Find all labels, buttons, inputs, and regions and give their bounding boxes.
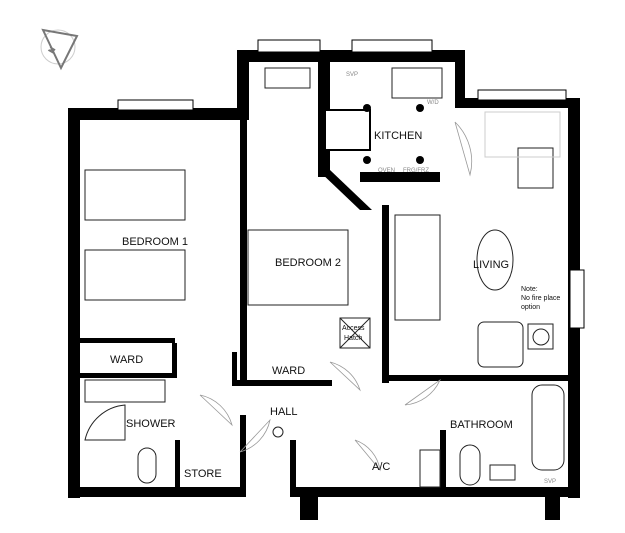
bed-upper [84,169,186,221]
room-living: LIVING [473,259,509,271]
note-line-1: Note: [521,286,538,293]
room-hall: HALL [270,406,298,418]
room-ward1: WARD [110,354,143,366]
bed-bedroom2 [247,229,349,306]
washer-label: W/D [427,100,439,106]
room-ac: A/C [372,461,390,473]
room-bedroom1: BEDROOM 1 [122,236,188,248]
fridge-label: FRG/FRZ [403,168,429,174]
sink [391,67,443,99]
record-player [527,323,554,350]
armchair [477,321,524,368]
door-swings [199,121,473,472]
basin-bathroom [489,464,516,481]
room-shower: SHOWER [126,418,176,430]
bed-lower [84,249,186,301]
note-line-2: No fire place [521,295,560,302]
windows [117,39,585,329]
svp-kitchen-label: SVP [346,72,358,78]
furniture [84,67,565,488]
north-arrow-icon: N [40,28,79,71]
room-kitchen: KITCHEN [374,130,422,142]
access-hatch [339,317,371,349]
living-chair [517,147,554,189]
access-hatch-label-1: Access [342,325,365,332]
bathtub [531,384,565,471]
walls [68,50,580,520]
coffee-table [476,229,514,291]
note-line-3: option [521,304,540,311]
access-hatch-label-2: Hatch [344,335,362,342]
compass-letter: N [48,47,57,55]
toilet-shower [137,447,157,484]
hall-light-icon [272,426,284,438]
oven-label: OVEN [378,168,395,174]
room-bedroom2: BEDROOM 2 [275,257,341,269]
room-bathroom: BATHROOM [450,419,513,431]
room-ward2: WARD [272,365,305,377]
toilet-bathroom [459,444,481,486]
shower-vanity [84,379,166,403]
svp-bathroom-label: SVP [544,479,556,485]
desk [264,67,311,89]
room-store: STORE [184,468,222,480]
shower-tray [84,404,126,441]
sofa [394,214,441,321]
ac-stairs [419,449,441,488]
kitchen-spotlights [363,104,424,164]
dining-table [484,111,561,158]
